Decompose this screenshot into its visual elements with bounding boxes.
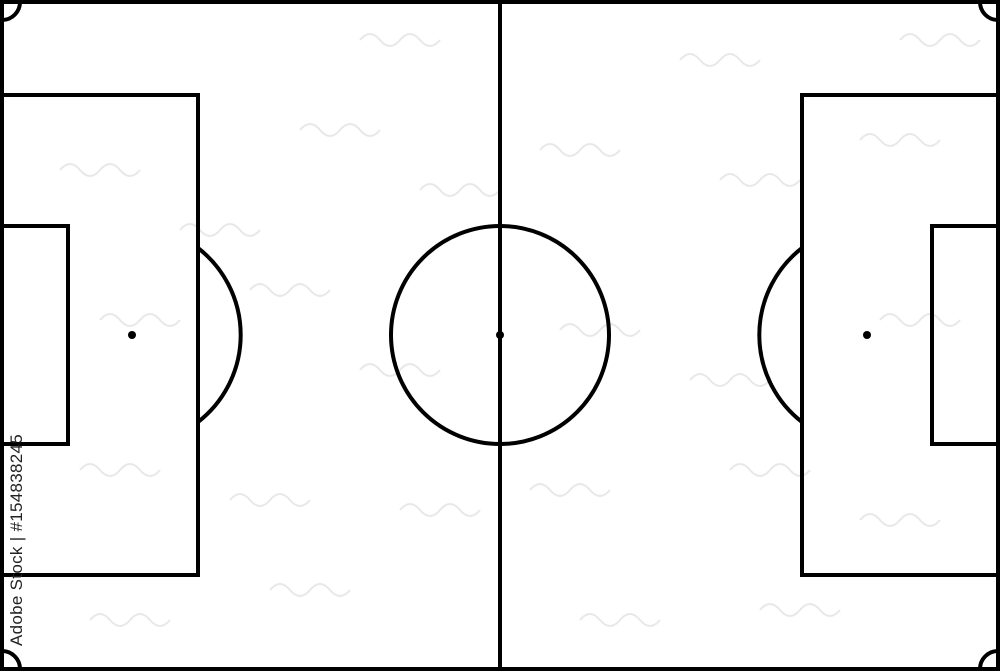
- corner-arc-top-right: [978, 1, 999, 22]
- corner-arc-top-left: [1, 1, 22, 22]
- watermark-pattern: [59, 33, 981, 627]
- left-penalty-spot: [128, 331, 136, 339]
- corner-arc-bottom-right: [978, 649, 999, 670]
- corner-arc-bottom-left: [1, 649, 22, 670]
- left-goal-area: [0, 224, 70, 446]
- right-penalty-spot: [863, 331, 871, 339]
- center-spot: [496, 331, 504, 339]
- left-penalty-arc: [196, 246, 243, 424]
- right-goal-area: [930, 224, 1000, 446]
- right-penalty-arc: [757, 246, 804, 424]
- center-circle: [389, 224, 611, 446]
